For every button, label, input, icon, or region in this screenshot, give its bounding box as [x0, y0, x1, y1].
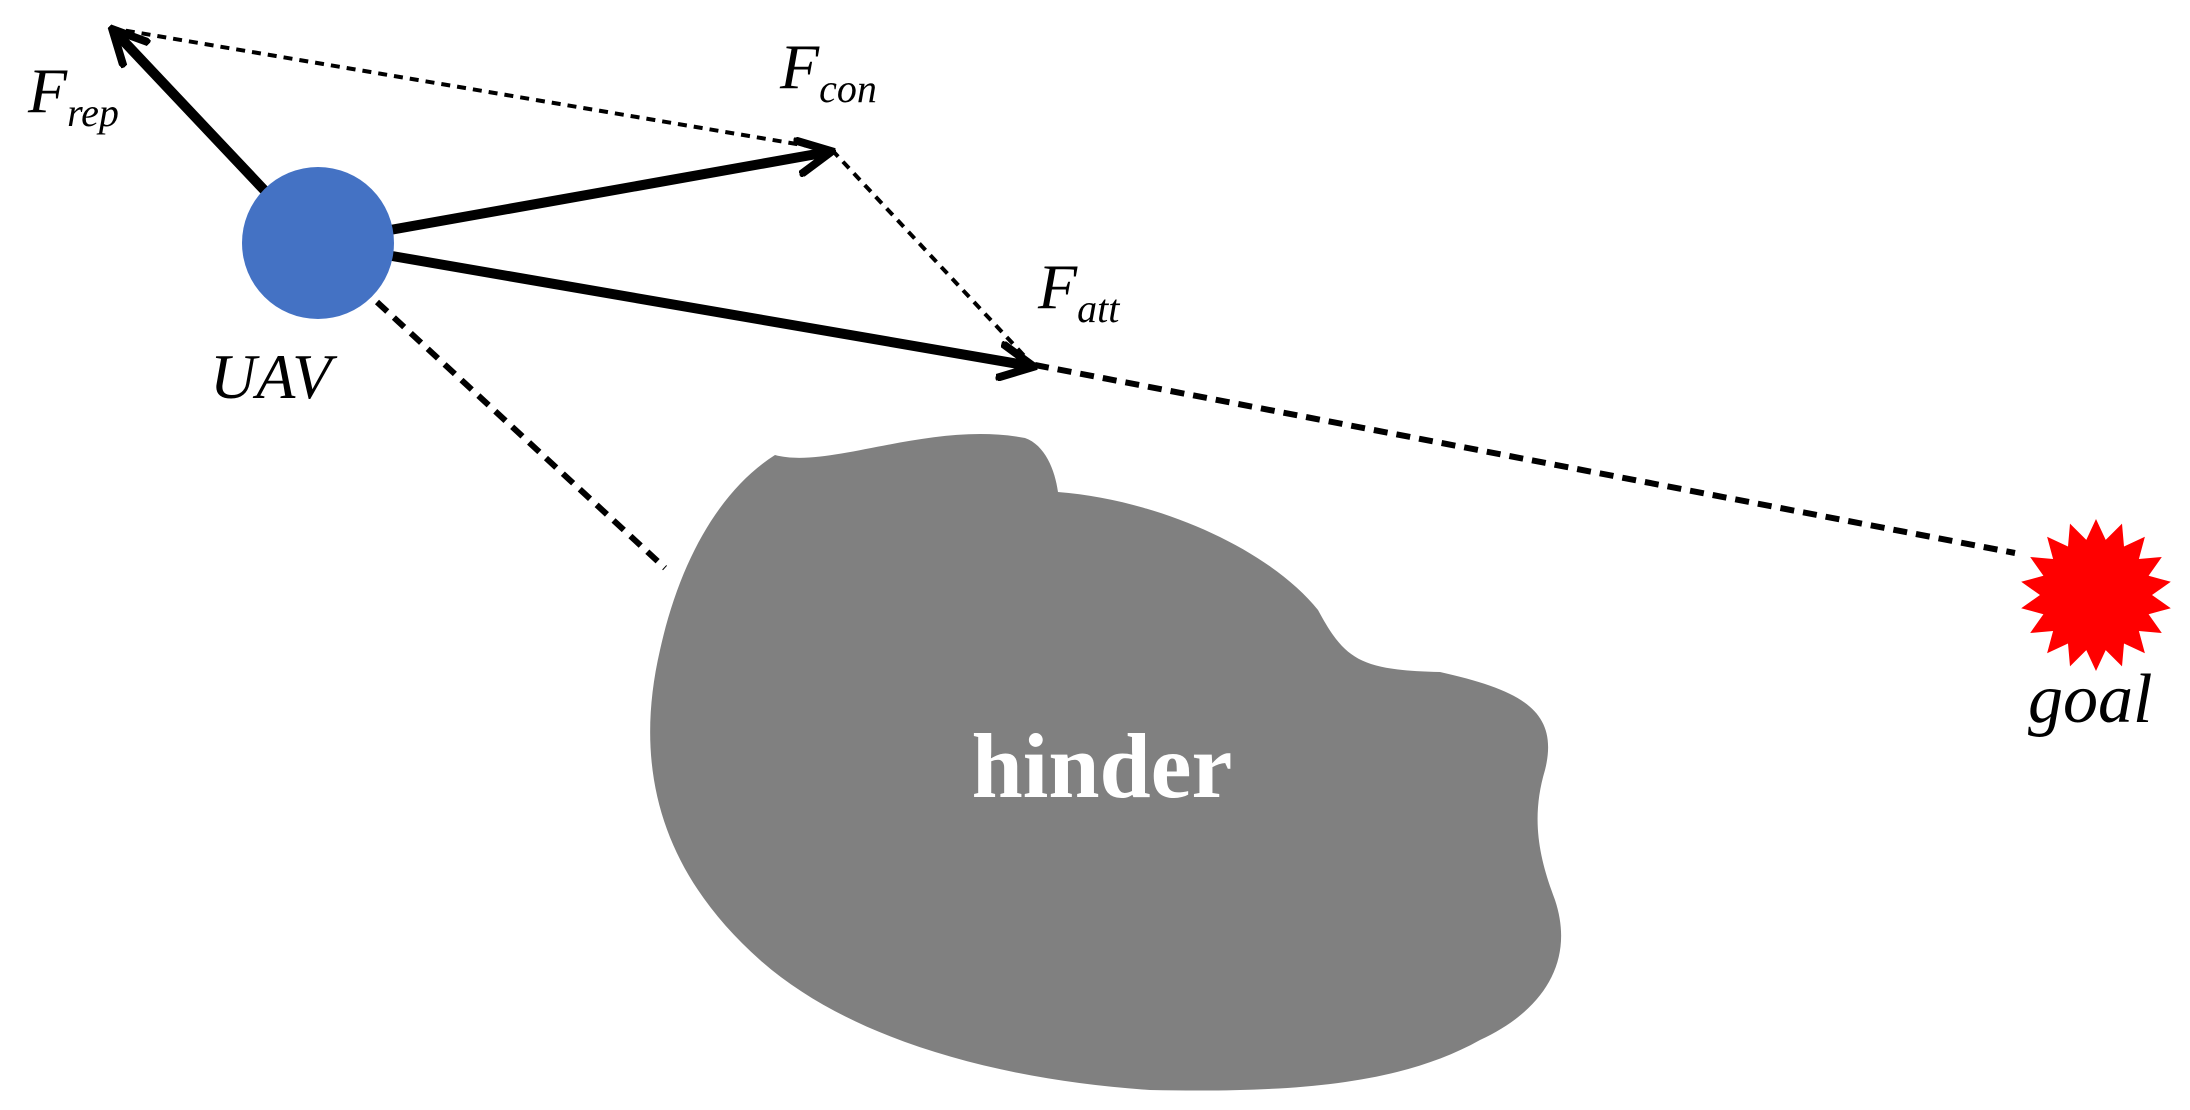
f-rep-symbol: F [27, 55, 68, 126]
f-att-label: Fatt [1037, 251, 1120, 331]
obstacle-shape [650, 434, 1562, 1091]
goal-label: goal [2028, 661, 2152, 738]
f-con-label: Fcon [779, 31, 877, 111]
f-con-subscript: con [819, 66, 877, 111]
f-att-subscript: att [1077, 286, 1120, 331]
goal-star [2021, 519, 2171, 671]
f-att-symbol: F [1037, 251, 1078, 322]
uav-obstacle-dashed-line [374, 299, 668, 571]
uav-label: UAV [210, 341, 338, 412]
goal-direction-dashed-line [1034, 362, 2016, 556]
f-con-symbol: F [779, 31, 820, 102]
parallelogram-right-dashed-line [830, 148, 1032, 364]
f-rep-label: Frep [27, 55, 119, 135]
f-rep-vector [115, 32, 271, 197]
f-att-vector [387, 251, 1030, 366]
obstacle-label: hinder [972, 715, 1233, 817]
uav-circle [242, 167, 394, 319]
f-rep-subscript: rep [67, 90, 119, 135]
f-con-vector [385, 152, 828, 235]
parallelogram-top-dashed-line [109, 26, 833, 152]
